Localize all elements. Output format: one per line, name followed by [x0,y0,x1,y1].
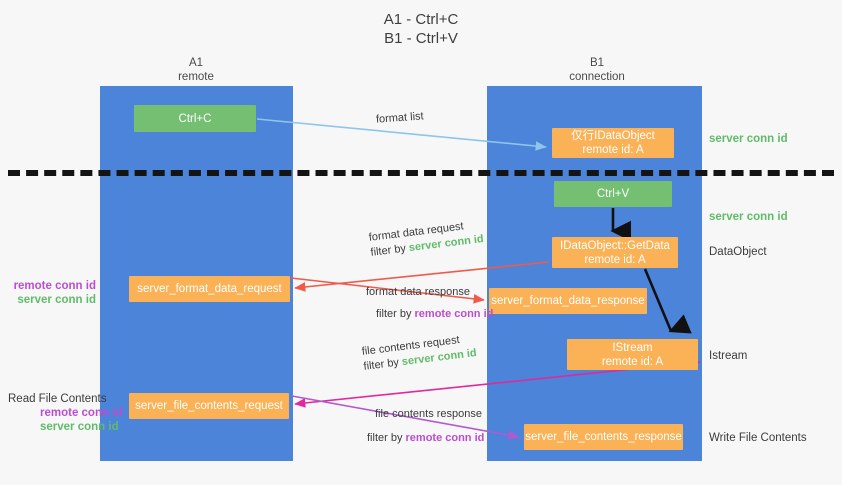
node-idataobject[interactable]: 仅行IDataObject remote id: A [552,128,674,158]
annotation-server-conn-id-top: server conn id [709,133,788,145]
column-header-b1: B1 connection [497,56,697,84]
annotation-read-file-contents: Read File Contents [8,393,107,405]
edge-label-format-data-response-prefix: filter by [376,308,415,320]
edge-label-file-contents-response-line1: file contents response [375,408,483,420]
annotation-server-conn-id-mid: server conn id [709,211,788,223]
node-server-file-contents-response-label: server_file_contents_response [525,431,682,443]
edge-label-file-contents-response: file contents response filter by remote … [349,407,484,446]
column-header-a1-sub: remote [178,71,214,83]
node-ctrl-v-label: Ctrl+V [596,188,630,200]
column-header-a1: A1 remote [96,56,296,84]
edge-label-file-contents-request-prefix: filter by [362,356,403,373]
page-title: A1 - Ctrl+C B1 - Ctrl+V [0,10,842,48]
node-server-file-contents-request[interactable]: server_file_contents_request [129,393,289,419]
node-server-format-data-response[interactable]: server_format_data_response [489,288,647,314]
node-idataobject-line2: remote id: A [582,144,644,156]
node-ctrl-c-label: Ctrl+C [178,112,212,125]
edge-label-format-list-text: format list [375,110,425,126]
node-getdata-line2: remote id: A [584,253,646,266]
node-server-file-contents-request-label: server_file_contents_request [135,400,283,412]
annotation-write-file-contents: Write File Contents [709,432,807,444]
edge-label-format-data-request-prefix: filter by [369,242,410,259]
column-header-b1-sub: connection [569,71,625,83]
node-istream-line1: IStream [612,341,653,354]
title-line-2: B1 - Ctrl+V [384,30,458,47]
annotation-istream: Istream [709,350,748,362]
edge-label-format-data-response-filter: remote conn id [414,308,494,320]
node-server-format-data-request-label: server_format_data_request [137,283,282,295]
edge-label-format-data-request: format data request filter by server con… [368,217,485,261]
annotation-remote-conn-id-2: remote conn id [40,407,123,419]
edge-label-file-contents-response-prefix: filter by [367,432,406,444]
node-istream-line2: remote id: A [601,355,664,368]
edge-label-format-data-response-line1: format data response [366,286,470,298]
annotation-conn-ids-middle: remote conn id server conn id [8,279,96,307]
annotation-server-conn-id-2: server conn id [40,421,119,433]
annotation-remote-conn-id-1: remote conn id [13,280,96,292]
title-line-1: A1 - Ctrl+C [383,11,459,28]
edge-label-format-data-response-line2: filter by remote conn id [376,307,493,322]
node-ctrl-c[interactable]: Ctrl+C [134,105,256,132]
annotation-read-file-contents-group: Read File Contents remote conn id server… [8,392,128,434]
column-header-b1-name: B1 [589,57,605,69]
edge-label-file-contents-request: file contents request filter by server c… [361,331,478,375]
node-server-format-data-response-label: server_format_data_response [491,295,645,307]
node-idataobject-getdata[interactable]: IDataObject::GetData remote id: A [552,237,678,268]
edge-label-format-data-response: format data response filter by remote co… [366,285,493,322]
edge-label-file-contents-response-line2: filter by remote conn id [367,431,484,446]
node-istream[interactable]: IStream remote id: A [567,339,698,370]
node-server-format-data-request[interactable]: server_format_data_request [129,276,290,302]
edge-label-file-contents-response-filter: remote conn id [405,432,485,444]
node-ctrl-v[interactable]: Ctrl+V [554,181,672,207]
node-idataobject-line1: 仅行IDataObject [571,130,655,142]
annotation-dataobject: DataObject [709,246,767,258]
edge-label-format-list: format list [376,109,425,127]
phase-divider [8,170,834,176]
node-server-file-contents-response[interactable]: server_file_contents_response [524,424,683,450]
column-header-a1-name: A1 [188,57,204,69]
annotation-server-conn-id-1: server conn id [17,294,96,306]
node-getdata-line1: IDataObject::GetData [560,239,670,252]
